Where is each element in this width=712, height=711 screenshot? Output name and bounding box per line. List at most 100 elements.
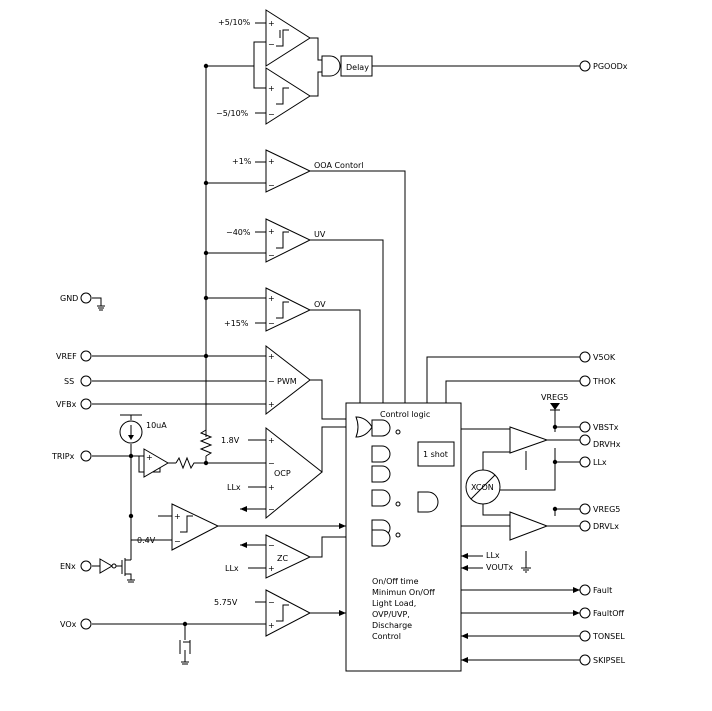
svg-text:+: + — [268, 19, 275, 28]
svg-text:UV: UV — [314, 230, 326, 239]
en-fet — [121, 558, 135, 583]
svg-text:On/Off time: On/Off time — [372, 577, 419, 586]
svg-text:Control: Control — [372, 632, 401, 641]
svg-text:−: − — [268, 319, 275, 328]
svg-text:−: − — [268, 459, 275, 468]
svg-text:−: − — [268, 541, 275, 550]
svg-text:VREG5: VREG5 — [541, 393, 568, 402]
svg-text:PGOODx: PGOODx — [593, 62, 628, 71]
svg-text:Discharge: Discharge — [372, 621, 412, 630]
pin-v5ok: V5OK — [579, 351, 616, 363]
vo-fet — [179, 640, 191, 665]
pin-vref: VREF — [56, 350, 92, 362]
svg-text:LLx: LLx — [593, 458, 607, 467]
pin-ss: SS — [64, 375, 92, 387]
svg-text:+: + — [268, 564, 275, 573]
pin-drvlx: DRVLx — [579, 520, 619, 532]
current-source: 10uA — [119, 420, 167, 444]
svg-text:Fault: Fault — [593, 586, 612, 595]
svg-text:+: + — [268, 84, 275, 93]
svg-text:VOUTx: VOUTx — [486, 563, 513, 572]
high-side-driver — [509, 426, 549, 454]
svg-text:PWM: PWM — [277, 377, 297, 386]
svg-text:+: + — [268, 436, 275, 445]
svg-text:OV: OV — [314, 300, 326, 309]
svg-text:+: + — [268, 352, 275, 361]
pin-fault: Fault — [579, 584, 612, 596]
bootstrap-diode: VREG5 — [541, 393, 568, 411]
pin-vreg5: VREG5 — [579, 503, 620, 515]
pin-llx: LLx — [579, 456, 607, 468]
pin-pgoodx: PGOODx — [579, 60, 628, 72]
svg-text:+5/10%: +5/10% — [218, 18, 251, 27]
left-pins: GND VREF SS VFBx TRIPx ENx VOx — [51, 292, 92, 630]
svg-text:10uA: 10uA — [146, 421, 167, 430]
pin-tonsel: TONSEL — [579, 630, 625, 642]
svg-text:VREG5: VREG5 — [593, 505, 620, 514]
pin-vbstx: VBSTx — [579, 421, 619, 433]
pgood-and-gate — [321, 55, 341, 77]
gnd-symbol — [92, 297, 105, 311]
svg-text:XCON: XCON — [471, 483, 494, 492]
pin-drvhx: DRVHx — [579, 434, 621, 449]
control-text: On/Off time Minimun On/Off Light Load, O… — [372, 577, 435, 641]
ooa-comparator: + − +1% OOA Contorl — [232, 149, 364, 193]
svg-text:Control logic: Control logic — [380, 410, 430, 419]
pin-tripx: TRIPx — [51, 450, 92, 462]
svg-text:VREF: VREF — [56, 352, 77, 361]
svg-text:VFBx: VFBx — [56, 400, 77, 409]
ov-comparator: + − +15% OV — [224, 287, 326, 332]
svg-text:ENx: ENx — [60, 562, 76, 571]
en-comparator: + − 0.4V — [137, 503, 220, 551]
pin-vfbx: VFBx — [56, 398, 92, 410]
uv-comparator: + − −40% UV — [226, 218, 326, 263]
svg-text:TONSEL: TONSEL — [592, 632, 625, 641]
svg-text:VBSTx: VBSTx — [593, 423, 619, 432]
pin-gnd: GND — [60, 292, 92, 304]
delay-block: Delay — [340, 55, 373, 77]
svg-text:−: − — [268, 377, 275, 386]
svg-text:−: − — [268, 40, 275, 49]
pin-thok: THOK — [579, 375, 616, 387]
svg-text:1.8V: 1.8V — [221, 436, 240, 445]
svg-text:Light Load,: Light Load, — [372, 599, 416, 608]
svg-text:SS: SS — [64, 377, 74, 386]
svg-text:LLx: LLx — [225, 564, 239, 573]
resistor-trip — [175, 456, 196, 470]
right-pins: PGOODx V5OK THOK VBSTx DRVHx LLx VREG5 D… — [579, 60, 628, 666]
logic-gates — [355, 416, 439, 547]
svg-text:GND: GND — [60, 294, 78, 303]
pin-enx: ENx — [60, 560, 92, 572]
svg-text:1 shot: 1 shot — [423, 450, 448, 459]
resistor-bus — [199, 429, 213, 457]
svg-text:+: + — [268, 227, 275, 236]
svg-text:−: − — [268, 110, 275, 119]
ocp-comparator: + − + − OCP 1.8V LLx — [221, 426, 323, 520]
svg-text:OOA Contorl: OOA Contorl — [314, 161, 364, 170]
svg-text:V5OK: V5OK — [593, 353, 616, 362]
svg-text:−5/10%: −5/10% — [216, 109, 249, 118]
xcon-block: XCON — [465, 469, 501, 505]
vo-comparator: − + 5.75V — [214, 589, 312, 637]
svg-text:OCP: OCP — [274, 469, 291, 478]
pin-skipsel: SKIPSEL — [579, 654, 626, 666]
svg-text:LLx: LLx — [227, 483, 241, 492]
zc-comparator: − + ZC LLx — [225, 534, 312, 579]
svg-text:+15%: +15% — [224, 319, 249, 328]
svg-text:−: − — [268, 505, 275, 514]
svg-text:+: + — [268, 157, 275, 166]
svg-text:LLx: LLx — [486, 551, 500, 560]
svg-text:Minimun On/Off: Minimun On/Off — [372, 588, 435, 597]
trip-buffer: + — [143, 448, 169, 478]
svg-text:OVP/UVP,: OVP/UVP, — [372, 610, 410, 619]
pin-vox: VOx — [60, 618, 92, 630]
svg-text:−: − — [268, 598, 275, 607]
svg-text:DRVLx: DRVLx — [593, 522, 619, 531]
svg-text:−: − — [174, 537, 181, 546]
svg-text:+: + — [146, 453, 153, 462]
svg-text:+: + — [174, 512, 181, 521]
svg-text:+: + — [268, 400, 275, 409]
pwm-comparator: + − + PWM — [265, 344, 311, 416]
svg-text:Delay: Delay — [346, 63, 369, 72]
